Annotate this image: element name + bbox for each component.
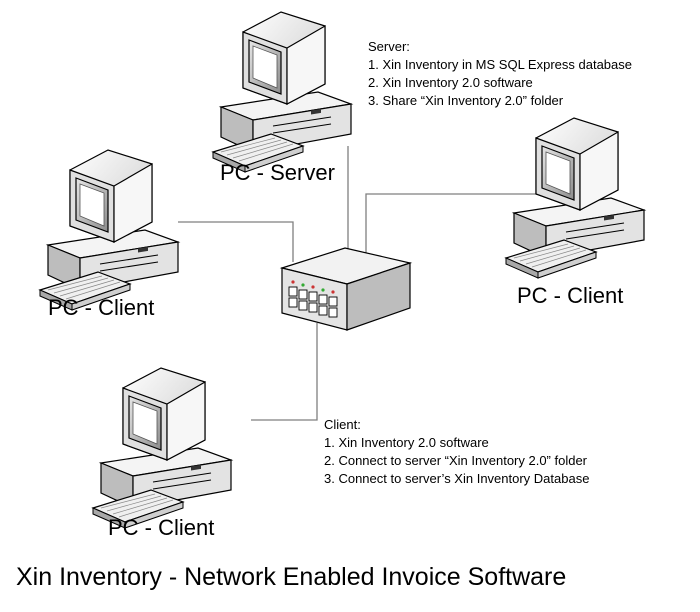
server-pc-icon	[212, 11, 352, 173]
network-connections	[178, 146, 538, 421]
client-left-label: PC - Client	[48, 295, 155, 320]
server-notes: Server: 1. Xin Inventory in MS SQL Expre…	[368, 38, 632, 110]
server-notes-item: 1. Xin Inventory in MS SQL Express datab…	[368, 57, 632, 72]
client-bottom-label: PC - Client	[108, 515, 215, 540]
link-client-right	[365, 193, 538, 270]
server-notes-heading: Server:	[368, 39, 410, 54]
client-notes-item: 2. Connect to server “Xin Inventory 2.0”…	[324, 453, 588, 468]
client-notes-item: 3. Connect to server’s Xin Inventory Dat…	[324, 471, 590, 486]
link-client-bottom	[251, 323, 318, 421]
network-switch-icon	[279, 247, 413, 331]
client-notes-item: 1. Xin Inventory 2.0 software	[324, 435, 489, 450]
client-pc-right-icon	[505, 117, 645, 279]
link-client-left	[178, 221, 294, 262]
client-right-label: PC - Client	[517, 283, 624, 308]
switch-ports	[288, 286, 338, 318]
server-label: PC - Server	[220, 160, 335, 185]
client-notes: Client: 1. Xin Inventory 2.0 software 2.…	[324, 416, 589, 488]
client-notes-heading: Client:	[324, 417, 361, 432]
switch-leds	[291, 280, 335, 294]
client-pc-bottom-icon	[92, 367, 232, 529]
diagram-caption: Xin Inventory - Network Enabled Invoice …	[16, 563, 567, 591]
client-pc-left-icon	[39, 149, 179, 311]
server-notes-item: 3. Share “Xin Inventory 2.0” folder	[368, 93, 564, 108]
server-notes-item: 2. Xin Inventory 2.0 software	[368, 75, 533, 90]
